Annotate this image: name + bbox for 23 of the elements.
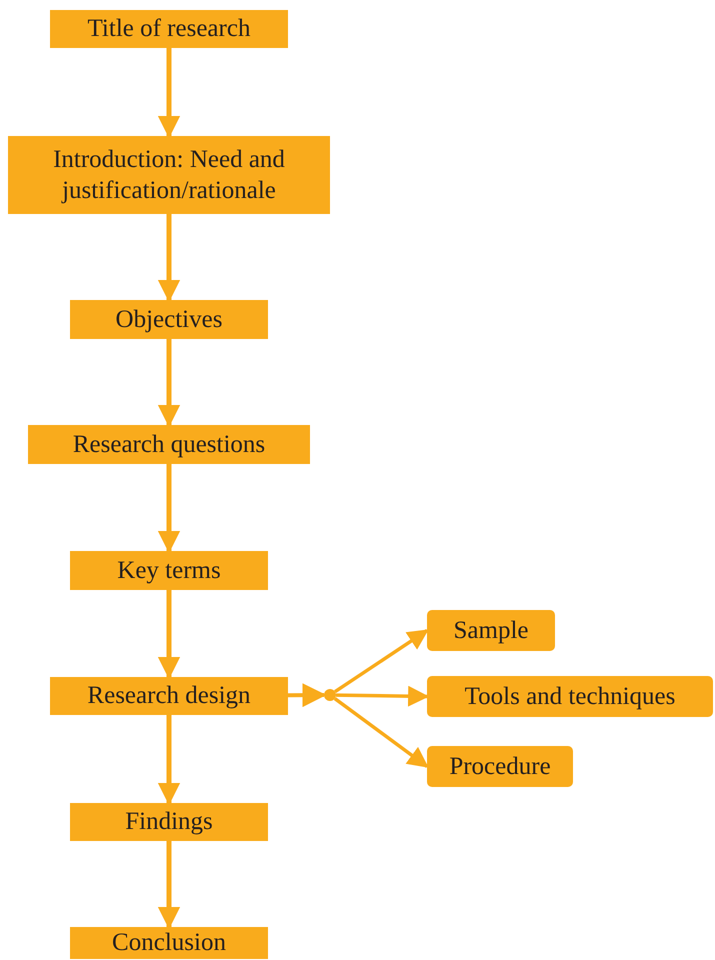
process-box: Research design: [50, 677, 288, 715]
arrow: [158, 590, 180, 680]
arrow: [158, 339, 180, 428]
process-box: Research questions: [28, 425, 310, 464]
junction-dot: [324, 689, 336, 701]
arrow: [158, 48, 180, 138]
process-box: Key terms: [70, 551, 268, 590]
arrow: [334, 629, 429, 694]
process-box: Title of research: [50, 10, 288, 48]
arrow: [158, 841, 180, 930]
arrow: [288, 683, 326, 708]
step-box: Sample: [427, 610, 555, 651]
process-box: Introduction: Need and justification/rationale: [8, 136, 330, 214]
process-box: Findings: [70, 803, 268, 841]
step-box: Procedure: [427, 746, 573, 787]
arrow: [336, 686, 430, 707]
arrow: [158, 214, 180, 302]
arrow: [158, 464, 180, 554]
process-box: Conclusion: [70, 927, 268, 959]
step-box: Tools and techniques: [427, 676, 713, 717]
arrow: [334, 697, 429, 768]
process-box: Objectives: [70, 300, 268, 339]
arrow: [158, 715, 180, 806]
